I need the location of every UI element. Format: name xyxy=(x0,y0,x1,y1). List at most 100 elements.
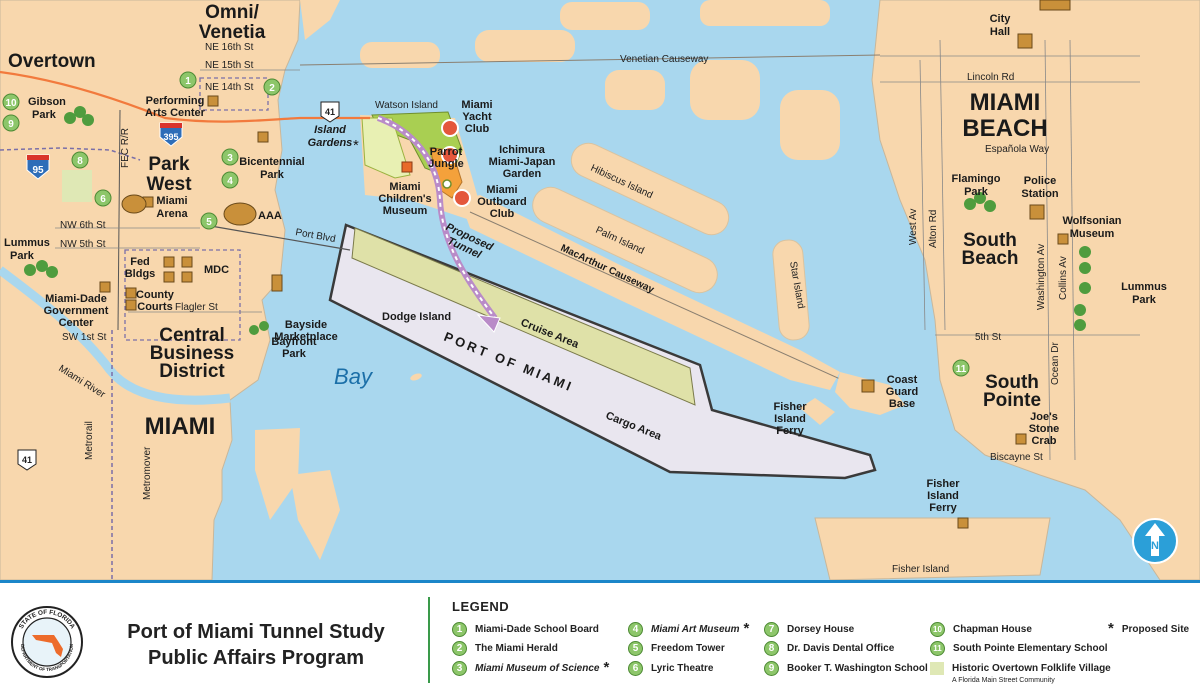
venetian-island-f xyxy=(780,90,840,160)
marker-9[interactable]: 9 xyxy=(2,114,20,132)
venetian-island-a xyxy=(360,42,440,68)
west-av-line xyxy=(919,59,926,331)
espanola-label: Española Way xyxy=(985,144,1049,155)
ne15-label: NE 15th St xyxy=(205,60,254,71)
north-label: N xyxy=(1151,540,1159,552)
washington-label: Washington Av xyxy=(1036,244,1047,310)
alton-label: Alton Rd xyxy=(928,210,939,248)
palm-island-shape xyxy=(532,186,718,294)
macarthur-causeway-land xyxy=(460,195,840,390)
marker-6[interactable]: 6 xyxy=(94,189,112,207)
miami-river xyxy=(0,266,231,405)
nw5-label: NW 5th St xyxy=(60,239,106,250)
omni-label: Omni/Venetia xyxy=(199,2,266,43)
venetian-island-b xyxy=(475,30,575,62)
i95-corridor xyxy=(0,147,141,161)
venetian-causeway xyxy=(299,54,881,66)
aaa-label: AAA xyxy=(258,210,282,222)
i395-shield: 395 xyxy=(159,122,183,147)
marker-10[interactable]: 10 xyxy=(2,93,20,111)
mdc-label: MDC xyxy=(204,264,229,276)
marker-1[interactable]: 1 xyxy=(179,71,197,89)
svg-text:9: 9 xyxy=(8,119,14,130)
building-markers xyxy=(99,0,1071,529)
spoil-island-a xyxy=(255,428,300,520)
port-boulevard-road xyxy=(204,224,351,251)
footer-title-line1: Port of Miami Tunnel Study xyxy=(127,621,385,643)
west-av-label: West Av xyxy=(908,209,919,245)
macarthur-causeway-road xyxy=(469,211,861,389)
bay-label: Bay xyxy=(334,364,374,389)
venetian-island-d xyxy=(605,70,665,110)
footer-divider xyxy=(428,597,430,683)
sw1-label: SW 1st St xyxy=(62,332,107,343)
ne16-label: NE 16th St xyxy=(205,42,254,53)
fec-railroad xyxy=(117,109,121,331)
marker-11[interactable]: 11 xyxy=(952,359,970,377)
marker-2[interactable]: 2 xyxy=(263,78,281,96)
svg-text:5: 5 xyxy=(206,217,212,228)
marker-3[interactable]: 3 xyxy=(221,148,239,166)
flagler-label: Flagler St xyxy=(175,302,218,313)
footer-title: Port of Miami Tunnel Study Public Affair… xyxy=(96,619,416,671)
us41-shield-top: 41 xyxy=(320,101,340,123)
palm-tree-icons xyxy=(24,106,1091,335)
i95-shield: 95 xyxy=(26,154,50,180)
map[interactable]: 395 95 41 41 1 2 3 4 5 6 8 9 10 11 Omni/… xyxy=(0,0,1200,580)
bay-islet xyxy=(410,373,422,381)
legend-heading: LEGEND xyxy=(452,599,510,614)
ne14-label: NE 14th St xyxy=(205,82,254,93)
biscayne-label: Biscayne St xyxy=(990,452,1043,463)
fdot-seal-icon: STATE OF FLORIDA DEPARTMENT OF TRANSPORT… xyxy=(11,606,83,678)
marker-8[interactable]: 8 xyxy=(71,151,89,169)
us41-bottom-label: 41 xyxy=(22,455,32,465)
lincoln-label: Lincoln Rd xyxy=(967,72,1014,83)
island-gardens-area xyxy=(361,117,411,179)
cruise-area-zone xyxy=(351,227,696,406)
star-island-shape xyxy=(772,239,810,341)
svg-text:2: 2 xyxy=(269,83,275,94)
omni-shoreline xyxy=(300,0,340,40)
dodge-label: Dodge Island xyxy=(382,311,451,323)
marker-4[interactable]: 4 xyxy=(221,171,239,189)
legend-item-folklife: Historic Overtown Folklife Village xyxy=(930,660,1111,676)
spoil-island-b xyxy=(290,470,340,560)
5th-label: 5th St xyxy=(975,332,1001,343)
fisher-ferry-dock xyxy=(800,398,835,425)
washington-av-line xyxy=(1044,39,1051,461)
marker-5[interactable]: 5 xyxy=(200,212,218,230)
metromover-label: Metromover xyxy=(142,446,153,500)
overtown-label: Overtown xyxy=(8,51,96,72)
footer-title-line2: Public Affairs Program xyxy=(148,647,364,669)
legend-proposed-site: *Proposed Site xyxy=(1108,620,1190,637)
childrens-museum-building xyxy=(401,161,413,173)
footer: STATE OF FLORIDA DEPARTMENT OF TRANSPORT… xyxy=(0,580,1200,691)
us41-shield-bottom: 41 xyxy=(17,449,37,471)
ocean-label: Ocean Dr xyxy=(1050,342,1061,385)
